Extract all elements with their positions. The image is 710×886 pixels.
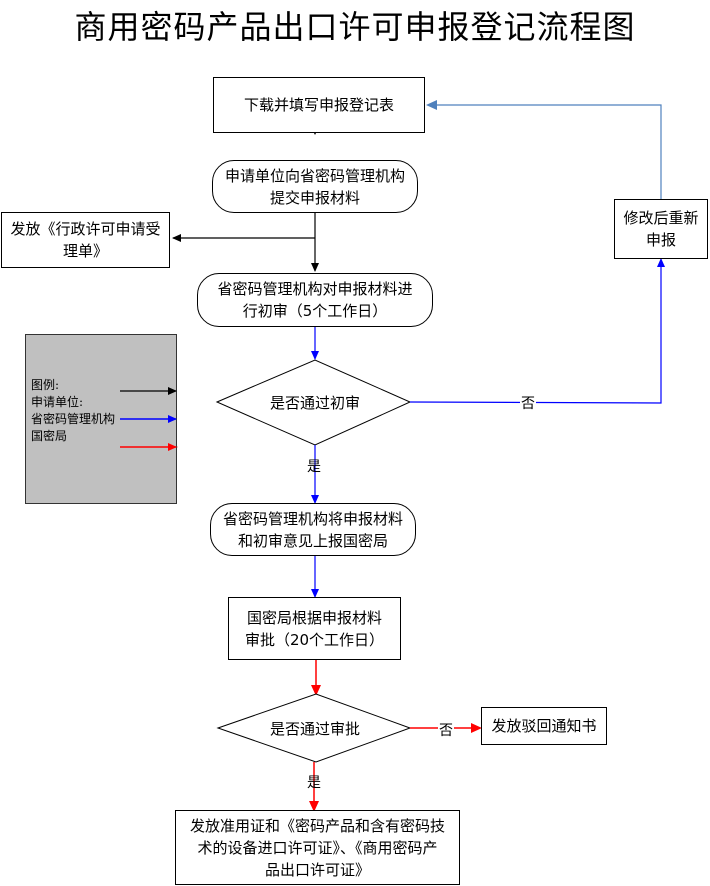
decision-approval-label: 是否通过审批 — [269, 720, 360, 738]
legend-box: 图例: 申请单位: 省密码管理机构 国密局 — [25, 334, 177, 504]
page-title: 商用密码产品出口许可申报登记流程图 — [74, 8, 636, 46]
edge-resubmit-to-download — [426, 100, 662, 199]
node-issue-acceptance-slip: 发放《行政许可申请受 理单》 — [1, 212, 170, 268]
node-final-issue: 发放准用证和《密码产品和含有密码技 术的设备进口许可证》、《商用密码产 品出口许… — [175, 810, 460, 885]
edge-label-initial-no: 否 — [520, 393, 536, 413]
node-submit-materials: 申请单位向省密码管理机构 提交申报材料 — [212, 160, 418, 213]
edge-label-approval-yes: 是 — [307, 775, 321, 791]
legend-text: 图例: 申请单位: 省密码管理机构 国密局 — [31, 377, 115, 445]
node-download-form: 下载并填写申报登记表 — [213, 77, 425, 133]
node-state-approval: 国密局根据申报材料 审批（20个工作日） — [228, 597, 401, 660]
node-rejection-notice: 发放驳回通知书 — [481, 707, 607, 745]
legend-item-state: 国密局 — [31, 429, 68, 443]
legend-item-applicant: 申请单位: — [31, 395, 84, 409]
legend-title: 图例: — [31, 378, 60, 392]
node-report-to-state: 省密码管理机构将申报材料 和初审意见上报国密局 — [210, 503, 416, 556]
node-initial-review: 省密码管理机构对申报材料进 行初审（5个工作日） — [197, 273, 433, 327]
decision-initial-label: 是否通过初审 — [269, 394, 360, 412]
edge-initial-no — [409, 258, 665, 404]
edge-label-approval-no: 否 — [438, 720, 454, 740]
node-resubmit: 修改后重新 申报 — [614, 199, 708, 259]
legend-item-provincial: 省密码管理机构 — [31, 412, 116, 426]
edge-label-initial-yes: 是 — [307, 459, 321, 475]
